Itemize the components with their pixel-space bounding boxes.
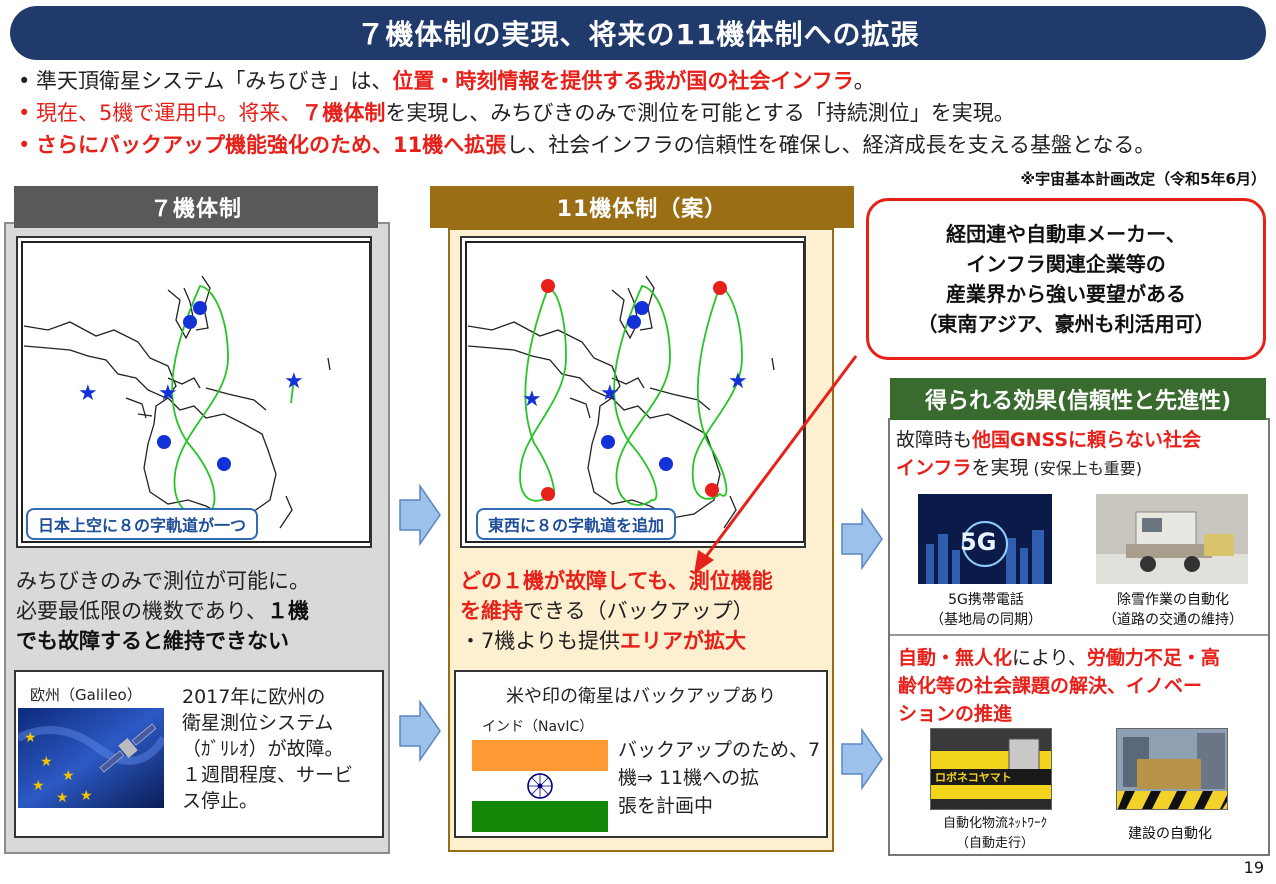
logistics-caption: 自動化物流ﾈｯﾄﾜｰｸ （自動走行）: [942, 816, 1047, 851]
coastline-lines: [23, 275, 331, 529]
arrow-right-icon: [398, 699, 442, 763]
orbit-map-11-svg: ★ ★ ★: [465, 241, 804, 543]
new-satellite-dot: [705, 483, 719, 497]
logistics-truck-text: ロボネコヤマト: [935, 771, 1012, 784]
svg-text:★: ★: [40, 754, 53, 770]
map-label-11: 東西に８の字軌道を追加: [476, 508, 677, 540]
arrow-right-icon: [398, 483, 442, 547]
satellite-star: ★: [600, 381, 620, 406]
svg-text:★: ★: [80, 788, 93, 804]
galileo-title: 欧州（Galileo）: [30, 686, 142, 704]
callout-pointer-arrow: [694, 355, 858, 574]
satellite-dot: [627, 315, 641, 329]
svg-text:★: ★: [32, 778, 45, 794]
geo-orbit-line: [290, 377, 295, 404]
navic-label: インド（NavIC）: [482, 719, 594, 735]
orbit-map-7-svg: ★ ★ ★: [21, 241, 370, 543]
5g-image: 5G: [918, 494, 1052, 584]
snow-plow-caption: 除雪作業の自動化 （道路の交通の維持）: [1103, 592, 1243, 628]
new-satellite-dot: [541, 487, 555, 501]
effect-1-text: 故障時も他国GNSSに頼らない社会 インフラを実現 (安保上も重要): [896, 429, 1202, 479]
construction-caption: 建設の自動化: [1128, 826, 1212, 842]
logistics-truck-image: ロボネコヤマト: [930, 728, 1052, 810]
svg-text:★: ★: [62, 768, 75, 784]
orbit-map-11: ★ ★ ★: [460, 236, 806, 548]
satellite-dot: [601, 435, 615, 449]
bullet-3: •さらにバックアップ機能強化のため、11機へ拡張し、社会インフラの信頼性を確保し…: [18, 133, 1156, 157]
svg-text:★: ★: [24, 730, 37, 746]
satellite-star: ★: [284, 369, 304, 394]
galileo-image: ★ ★ ★ ★ ★ ★: [18, 708, 164, 808]
effect-2-text: 自動・無人化により、労働力不足・高 齢化等の社会課題の解決、イノベー ションの推…: [898, 647, 1220, 725]
arrow-right-icon: [840, 507, 884, 571]
arrow-right-icon: [840, 727, 884, 791]
industry-demand-callout: 経団連や自動車メーカー、 インフラ関連企業等の 産業界から強い要望がある （東南…: [866, 198, 1266, 360]
map-label-7: 日本上空に８の字軌道が一つ: [26, 508, 259, 540]
page-number: 19: [1243, 858, 1264, 877]
construction-image: [1116, 728, 1228, 810]
india-flag-image: [472, 740, 608, 832]
new-satellite-dot: [713, 281, 727, 295]
page-title: ７機体制の実現、将来の11機体制への拡張: [10, 6, 1266, 60]
galileo-description: 2017年に欧州の 衛星測位システム （ｶﾞﾘﾚｵ）が故障。 １週間程度、サービ…: [182, 686, 354, 812]
bullet-1: •準天頂衛星システム「みちびき」は、位置・時刻情報を提供する我が国の社会インフラ…: [18, 69, 875, 93]
satellite-dot: [193, 301, 207, 315]
satellite-dot: [183, 315, 197, 329]
5g-overlay-text: 5G: [960, 528, 997, 556]
satellite-dot: [157, 435, 171, 449]
navic-title: 米や印の衛星はバックアップあり: [506, 686, 776, 707]
satellite-dot: [635, 301, 649, 315]
effects-header: 得られる効果(信頼性と先進性): [890, 378, 1266, 420]
satellite-dot: [217, 457, 231, 471]
svg-text:★: ★: [56, 790, 69, 806]
plan-note: ※宇宙基本計画改定（令和5年6月）: [1020, 170, 1266, 188]
snow-plow-image: [1096, 494, 1248, 584]
orbit-path: [171, 285, 229, 517]
satellite-star: ★: [522, 387, 542, 412]
new-satellite-dot: [541, 279, 555, 293]
effects-divider: [890, 634, 1268, 636]
navic-description: バックアップのため、7 機⇒ 11機への拡 張を計画中: [618, 739, 821, 817]
seven-satellite-header: ７機体制: [14, 186, 378, 228]
seven-satellite-description: みちびきのみで測位が可能に。 必要最低限の機数であり、１機 でも故障すると維持で…: [16, 569, 310, 653]
eleven-satellite-header: 11機体制（案）: [430, 186, 854, 228]
satellite-dot: [659, 457, 673, 471]
satellite-star: ★: [78, 381, 98, 406]
satellite-star: ★: [158, 381, 178, 406]
orbit-map-7: ★ ★ ★: [16, 236, 372, 548]
5g-caption: 5G携帯電話 （基地局の同期）: [930, 592, 1042, 628]
eleven-satellite-description: どの１機が故障しても、測位機能 を維持できる（バックアップ） ・7機よりも提供エ…: [460, 569, 773, 653]
satellite-star: ★: [728, 369, 748, 394]
orbit-paths: [519, 284, 743, 506]
bullet-2: •現在、5機で運用中。将来、７機体制を実現し、みちびきのみで測位を可能とする「持…: [18, 101, 1015, 125]
